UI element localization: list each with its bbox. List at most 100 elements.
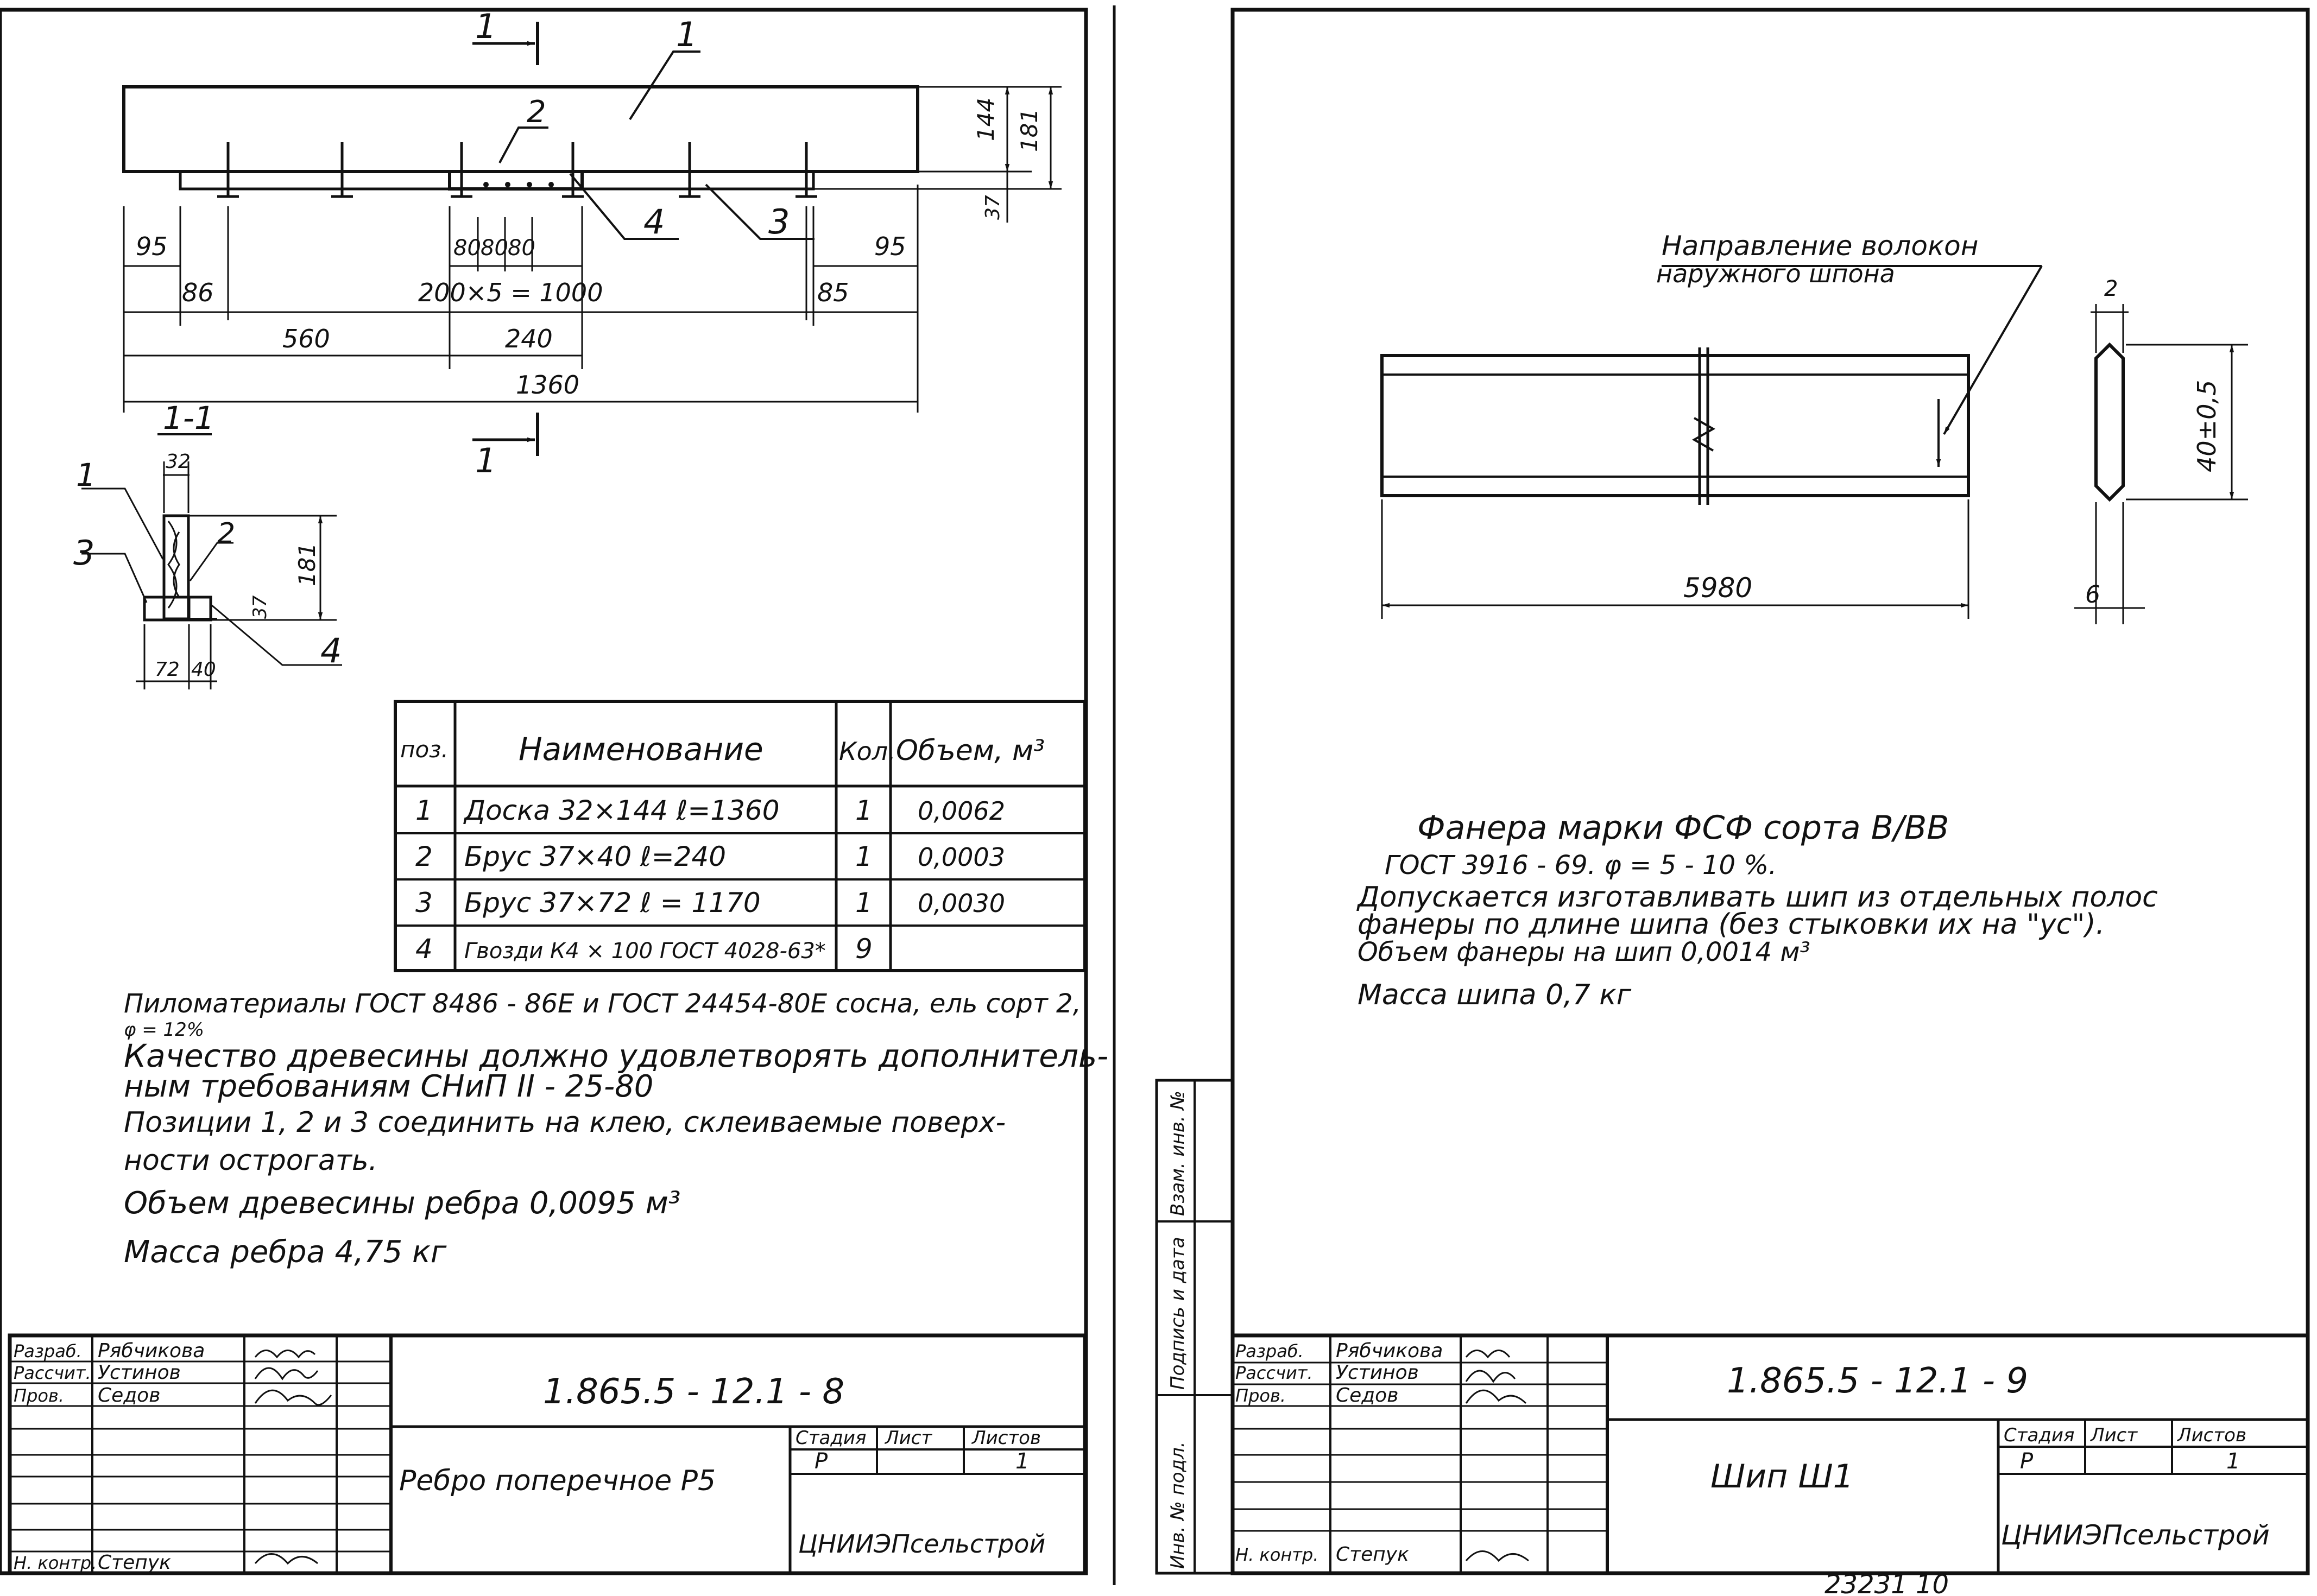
note9-line3: Допускается изготавливать шип из отдельн… [1356,881,2158,914]
section-callout-3: 3 [73,533,94,573]
tb9-org: ЦНИИЭПсельстрой [2001,1519,2270,1551]
spec-row4-qty: 9 [855,933,873,965]
note8-line1: Пиломатериалы ГОСТ 8486 - 86Е и ГОСТ 244… [124,989,1081,1019]
tb8-name-3: Седов [98,1384,160,1407]
tb8-role-2: Рассчит. [14,1363,91,1383]
sheet9-title-block: Разраб. Рассчит. Пров. Н. контр. Рябчико… [1235,1340,2270,1566]
tb9-sheets-header: Листов [2176,1424,2246,1446]
dim-240: 240 [505,324,553,353]
tb8-org: ЦНИИЭПсельстрой [798,1529,1045,1559]
spec-row2-name: Брус 37×40 ℓ=240 [464,841,726,872]
section-dim-32: 32 [166,451,191,473]
dim-95-left: 95 [136,232,168,261]
spec-row4-name: Гвозди К4 × 100 ГОСТ 4028-63* [464,939,826,964]
section-dim-181: 181 [294,543,320,586]
tb9-sheet-header: Лист [2089,1424,2138,1446]
sheet9-notes: Фанера марки ФСФ сорта В/ВВ ГОСТ 3916 - … [1356,809,2158,1011]
dim-85: 85 [817,278,849,307]
fiber-direction-label: Направление волокон [1662,230,1978,262]
dim-2: 2 [2104,276,2118,301]
sheet9-title-block-grid [1230,1333,2310,1575]
tb9-role-1: Разраб. [1235,1341,1304,1361]
section-mark-bottom: 1 [475,441,496,480]
section-callout-2: 2 [217,517,235,550]
dim-144: 144 [973,98,999,141]
tb9-name-2: Устинов [1336,1361,1419,1384]
archive-number: 23231 10 [1824,1569,1949,1596]
tenon-plan-view [1380,265,2248,624]
dim-86: 86 [182,278,214,307]
spec-row2-qty: 1 [855,841,873,872]
sheet8-notes: Пиломатериалы ГОСТ 8486 - 86Е и ГОСТ 244… [124,989,1108,1270]
tb8-sheets-header: Листов [971,1427,1041,1449]
tb9-role-6: Н. контр. [1235,1544,1318,1565]
spec-row2-volume: 0,0003 [918,843,1005,872]
dim-6: 6 [2085,581,2100,609]
note8-line6: ности остpогать. [124,1144,377,1177]
stamp-inv-orig: Инв. № подл. [1167,1441,1189,1569]
tb8-stage: Р [815,1449,828,1474]
note9-line1: Фанера марки ФСФ сорта В/ВВ [1417,809,1949,847]
tb8-stage-header: Стадия [796,1427,866,1449]
section-1-1-title: 1-1 [163,400,214,436]
section-mark-top: 1 [475,7,496,46]
callout-2: 2 [527,94,546,130]
dim-40-tol: 40±0,5 [2192,380,2221,472]
tb9-name-6: Степук [1336,1543,1409,1566]
note8-line3: Качество древесины должно удовлетворять … [124,1037,1108,1074]
tb8-name-1: Рябчикова [98,1340,205,1362]
dim-80-c: 80 [508,236,535,261]
spec-header-qty: Кол. [839,737,896,766]
tb9-title: Шип Ш1 [1710,1458,1854,1496]
note8-line5: Позиции 1, 2 и 3 соединить на клею, скле… [124,1106,1006,1139]
rib-elevation-view [81,22,1062,689]
tb8-role-6: Н. контр. [14,1553,97,1573]
spec-header-volume: Объем, м³ [896,734,1045,767]
section-dim-72: 72 [155,658,180,681]
spec-row3-name: Брус 37×72 ℓ = 1170 [464,887,761,919]
tb8-name-2: Устинов [98,1361,181,1384]
note9-line6: Масса шипа 0,7 кг [1358,979,1632,1011]
tb9-name-1: Рябчикова [1336,1340,1443,1362]
dim-181: 181 [1016,109,1043,152]
tb9-role-3: Пров. [1235,1385,1286,1406]
note8-line7: Объем древесины ребра 0,0095 м³ [124,1186,680,1221]
spec-table-grid [394,700,1087,972]
tb9-name-3: Седов [1336,1384,1398,1407]
callout-3: 3 [768,202,790,242]
tb8-sheets: 1 [1015,1449,1029,1474]
note8-line8: Масса ребра 4,75 кг [124,1234,447,1270]
sheet8-title-block-grid [8,1333,1087,1575]
tb9-stage-header: Стадия [2004,1424,2074,1446]
section-dim-37: 37 [249,595,271,619]
tb8-role-3: Пров. [14,1385,64,1406]
tb8-title: Ребро поперечное Р5 [399,1465,716,1497]
spec-row3-pos: 3 [415,887,433,919]
spec-row1-qty: 1 [855,795,873,826]
spec-row1-name: Доска 32×144 ℓ=1360 [463,795,780,826]
tb8-designation: 1.865.5 - 12.1 - 8 [543,1372,844,1412]
spec-header-pos: поз. [400,736,449,763]
note9-line2: ГОСТ 3916 - 69. φ = 5 - 10 %. [1385,850,1777,881]
dim-95-right: 95 [874,232,906,261]
note9-line4: фанеры по длине шипа (без стыковки их на… [1358,908,2105,941]
note9-line5: Объем фанеры на шип 0,0014 м³ [1358,937,1810,967]
callout-1: 1 [676,15,697,54]
fiber-direction-label-2: наружного шпона [1656,259,1895,288]
stamp-replace-inv: Взам. инв. № [1167,1091,1189,1216]
spec-table: поз. Наименование Кол. Объем, м³ 1 Доска… [400,731,1045,965]
section-callout-1: 1 [76,457,96,493]
spec-row2-pos: 2 [415,841,433,872]
section-callout-4: 4 [320,631,342,670]
spec-header-name: Наименование [519,731,763,768]
dim-80-a: 80 [453,236,481,261]
dim-560: 560 [282,324,330,353]
tb9-designation: 1.865.5 - 12.1 - 9 [1727,1361,2028,1401]
sheet8-title-block: Разраб. Рассчит. Пров. Н. контр. Рябчико… [14,1340,1045,1574]
tb8-name-6: Степук [98,1551,171,1574]
tb9-role-2: Рассчит. [1235,1363,1313,1383]
spec-row3-qty: 1 [855,887,873,919]
spec-row3-volume: 0,0030 [918,889,1005,918]
tb9-sheets: 1 [2226,1449,2240,1474]
signatures [254,1350,1529,1565]
